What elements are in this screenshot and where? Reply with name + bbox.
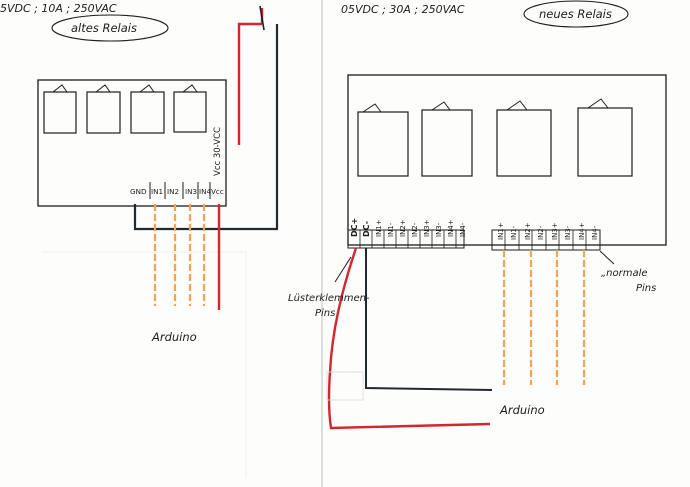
right-relay-module-1 — [357, 111, 409, 177]
right-spec-text: 05VDC ; 30A ; 250VAC — [341, 3, 465, 16]
left-relay-module-2 — [86, 91, 121, 134]
left-pin-in3: IN3 — [185, 187, 197, 196]
normale-pointer-line — [599, 250, 615, 265]
lusterklemmen-block-outline — [347, 229, 465, 249]
right-normal-pin-block: IN1+ IN1- IN2+ IN2- IN3+ IN3- IN4+ IN4- — [491, 222, 601, 251]
left-pin-gnd: GND — [130, 187, 147, 196]
right-arduino-label: Arduino — [499, 403, 545, 417]
normal-pin-in2-plus: IN2+ — [524, 222, 532, 240]
left-gnd-wire-black — [133, 24, 279, 231]
normale-label-line1: „normale — [601, 268, 648, 279]
left-pin-vcc: Vcc — [211, 187, 224, 196]
left-relay-board — [37, 79, 227, 207]
right-relay-module-2 — [421, 109, 473, 177]
normale-label-line2: Pins — [636, 283, 656, 294]
right-signal-wires-orange — [502, 250, 586, 385]
left-signal-wires-orange — [153, 204, 206, 306]
pin-in1-plus: IN1+ — [375, 219, 383, 237]
right-gnd-wire-black — [365, 248, 493, 391]
normal-pin-in3-minus: IN3- — [564, 225, 572, 240]
right-vcc-wire-red — [327, 247, 491, 430]
normal-pin-in3-plus: IN3+ — [551, 222, 559, 240]
left-arduino-label: Arduino — [151, 330, 197, 344]
left-spec-text: 5VDC ; 10A ; 250VAC — [0, 2, 117, 15]
right-relay-module-3 — [496, 109, 552, 177]
pin-in2-plus: IN2+ — [399, 219, 407, 237]
left-pin-header: GND IN1 IN2 IN3 IN4 Vcc — [130, 182, 224, 199]
lusterklemmen-pointer-line — [334, 256, 352, 283]
right-relay-label: neues Relais — [539, 7, 612, 21]
right-relay-module-4 — [577, 107, 633, 177]
lusterklemmen-label-line1: Lüsterklemmen- — [288, 293, 370, 304]
left-vcc-wire-red-up — [237, 8, 264, 145]
left-relay-module-4 — [173, 91, 207, 133]
pin-dc-plus: DC+ — [350, 218, 359, 237]
lusterklemmen-dividers — [359, 230, 457, 248]
left-pin-dividers — [149, 182, 211, 199]
left-pin-in1: IN1 — [151, 187, 163, 196]
left-relay-label: altes Relais — [71, 21, 137, 35]
paper-edge — [42, 251, 247, 478]
pin-dc-minus: DC- — [362, 221, 371, 237]
pin-in3-plus: IN3+ — [423, 219, 431, 237]
right-relay-label-oval — [523, 0, 629, 28]
left-relay-module-3 — [130, 91, 165, 134]
right-connector-box — [326, 371, 364, 401]
right-relay-modules — [357, 98, 633, 177]
normal-pin-in2-minus: IN2- — [537, 225, 545, 240]
normal-pin-in1-minus: IN1- — [510, 225, 518, 240]
right-relay-switch-symbols — [362, 98, 609, 113]
left-pin-in2: IN2 — [167, 187, 179, 196]
normal-pin-in4-plus: IN4+ — [578, 222, 586, 240]
left-wire-junction-mark — [259, 5, 265, 31]
left-relay-modules — [43, 84, 207, 134]
normal-pin-in1-plus: IN1+ — [497, 222, 505, 240]
lusterklemmen-label-line2: Pins — [315, 308, 335, 319]
right-lusterklemmen-pin-block: DC+ DC- IN1+ IN1- IN2+ IN2- IN3+ IN3- IN… — [347, 218, 467, 249]
left-pin-in4: IN4 — [199, 187, 211, 196]
left-vcc-label: Vcc 30-VCC — [213, 127, 223, 176]
right-relay-board — [347, 74, 667, 246]
left-relay-label-oval — [51, 14, 169, 42]
pin-in3-minus: IN3- — [435, 222, 443, 237]
pin-in4-plus: IN4+ — [447, 219, 455, 237]
pin-in1-minus: IN1- — [387, 222, 395, 237]
pin-in4-minus: IN4- — [459, 222, 467, 237]
pin-in2-minus: IN2- — [411, 222, 419, 237]
normal-pin-in4-minus: IN4- — [591, 225, 599, 240]
left-relay-module-1 — [43, 91, 77, 134]
normal-block-dividers — [504, 230, 587, 250]
left-relay-switch-symbols — [52, 84, 198, 93]
